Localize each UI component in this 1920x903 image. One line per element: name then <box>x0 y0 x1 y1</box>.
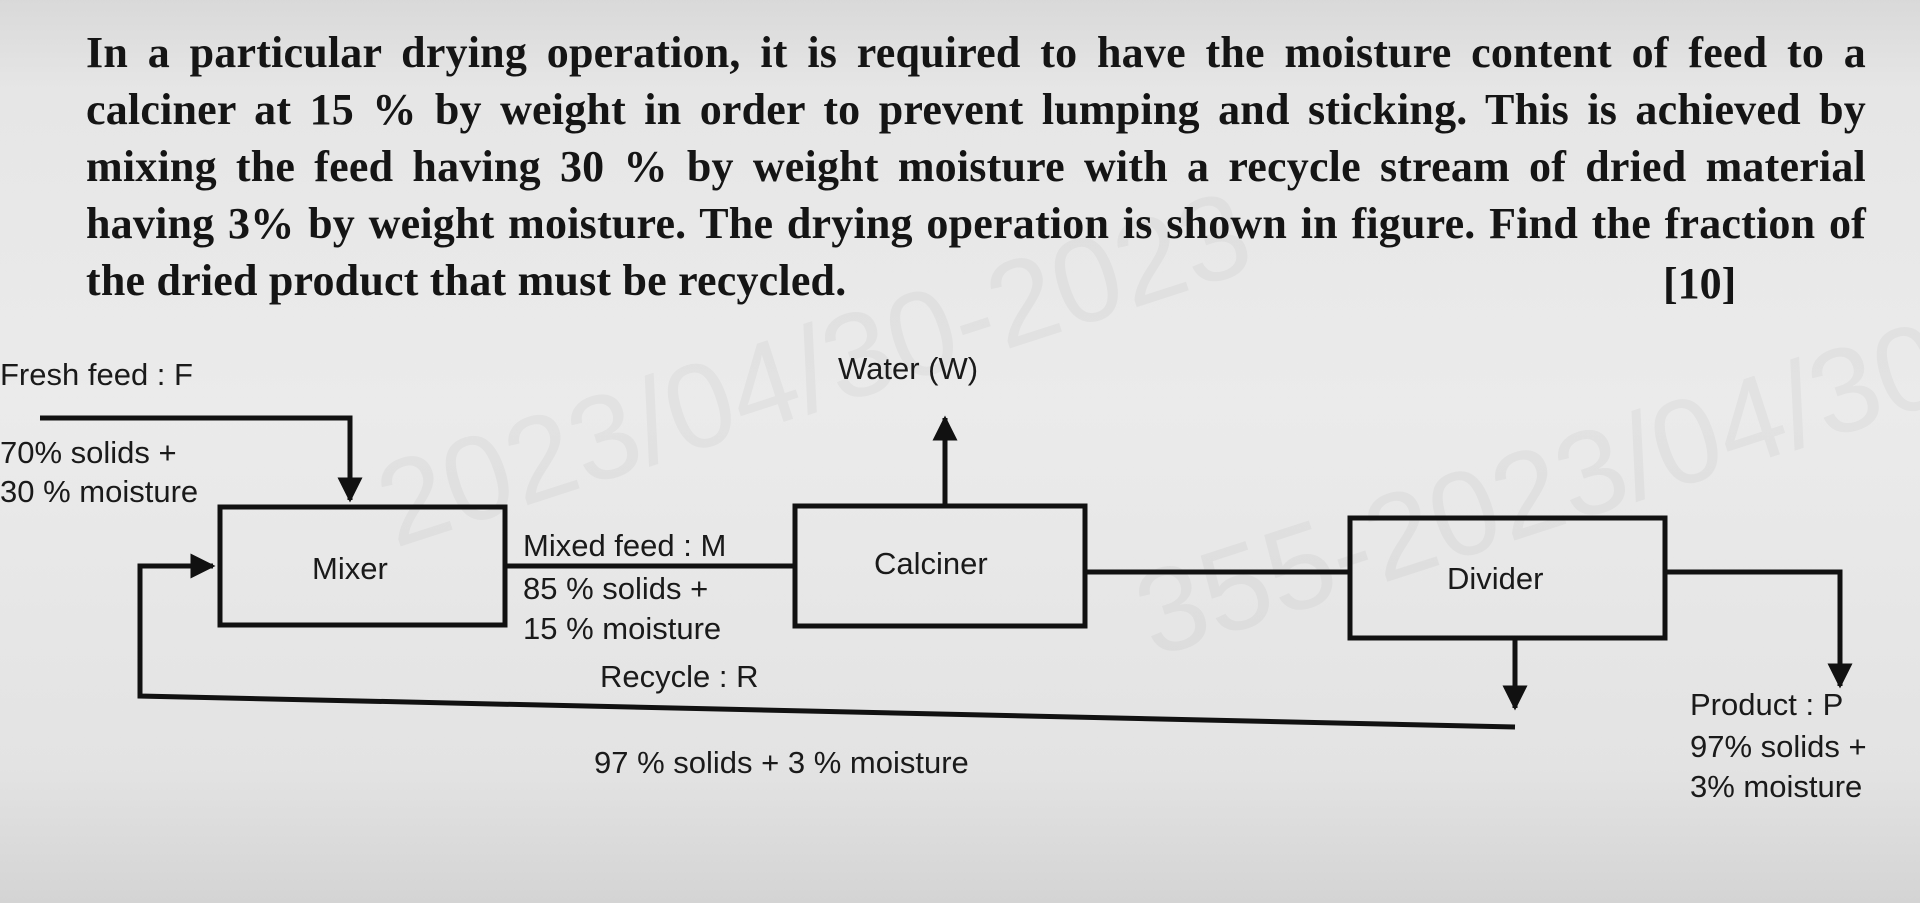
fresh-feed-comp1: 70% solids + <box>0 435 177 470</box>
fresh-feed-comp2: 30 % moisture <box>0 474 199 509</box>
divider-label: Divider <box>1447 561 1544 596</box>
water-label: Water (W) <box>838 351 979 386</box>
mixed-feed-comp1: 85 % solids + <box>523 571 709 606</box>
calciner-box <box>792 503 1088 629</box>
marks-label: [10] <box>1663 259 1737 308</box>
mixed-feed-label: Mixed feed : M <box>523 528 727 563</box>
product-comp1: 97% solids + <box>1690 729 1867 764</box>
mixer-label: Mixer <box>312 551 388 586</box>
mixed-feed-comp2: 15 % moisture <box>523 611 722 646</box>
recycle-composition: 97 % solids + 3 % moisture <box>594 745 969 780</box>
product-line <box>1665 569 1853 689</box>
product-label: Product : P <box>1690 687 1844 722</box>
fresh-feed-line <box>40 415 363 503</box>
calciner-label: Calciner <box>874 546 988 581</box>
question-text: In a particular drying operation, it is … <box>86 28 1866 305</box>
divider-box <box>1347 515 1668 641</box>
recycle-label: Recycle : R <box>600 659 759 694</box>
fresh-feed-label: Fresh feed : F <box>0 357 193 392</box>
product-comp2: 3% moisture <box>1690 769 1863 804</box>
recycle-line <box>137 553 1516 730</box>
